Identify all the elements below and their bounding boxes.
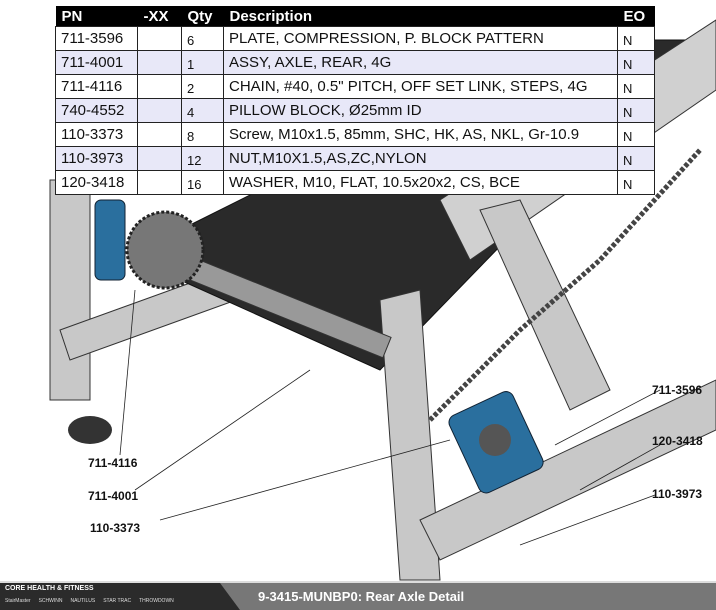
eo-flag: N [617,74,655,99]
quantity: 8 [181,122,224,147]
frame-beam [419,379,716,561]
variant [137,170,182,195]
quantity: 12 [181,146,224,171]
callout-711-4001: 711-4001 [88,489,139,503]
eo-flag: N [617,98,655,123]
part-number: 711-4116 [55,74,138,99]
company-name: CORE HEALTH & FITNESS [5,585,94,592]
frame-beam [379,289,441,581]
quantity: 6 [181,26,224,51]
variant [137,50,182,75]
brand-logos: StairMaster SCHWINN NAUTILUS STAR TRAC T… [5,598,174,604]
footer-separator [0,581,716,583]
description: WASHER, M10, FLAT, 10.5x20x2, CS, BCE [223,170,618,195]
bearing [479,424,511,456]
leveling-foot [68,416,112,444]
eo-flag: N [617,26,655,51]
variant [137,98,182,123]
description: Screw, M10x1.5, 85mm, SHC, HK, AS, NKL, … [223,122,618,147]
col-pn: PN [55,6,138,27]
callout-711-3596: 711-3596 [652,383,703,397]
description: CHAIN, #40, 0.5" PITCH, OFF SET LINK, ST… [223,74,618,99]
part-number: 110-3973 [55,146,138,171]
col-eo: EO [617,6,655,27]
part-number: 711-3596 [55,26,138,51]
variant [137,146,182,171]
callout-110-3973: 110-3973 [652,487,703,501]
callout-120-3418: 120-3418 [652,434,703,448]
part-number: 120-3418 [55,170,138,195]
brand-logo: THROWDOWN [139,598,174,604]
pillow-block [94,199,126,281]
quantity: 1 [181,50,224,75]
quantity: 2 [181,74,224,99]
brand-logo: StairMaster [5,598,31,604]
part-number: 711-4001 [55,50,138,75]
frame-beam [49,179,91,401]
description: NUT,M10X1.5,AS,ZC,NYLON [223,146,618,171]
col-xx: -XX [137,6,182,27]
quantity: 4 [181,98,224,123]
description: PLATE, COMPRESSION, P. BLOCK PATTERN [223,26,618,51]
description: ASSY, AXLE, REAR, 4G [223,50,618,75]
part-number: 740-4552 [55,98,138,123]
eo-flag: N [617,50,655,75]
quantity: 16 [181,170,224,195]
sprocket [125,210,205,290]
callout-110-3373: 110-3373 [90,521,141,535]
variant [137,26,182,51]
variant [137,122,182,147]
eo-flag: N [617,170,655,195]
variant [137,74,182,99]
part-number: 110-3373 [55,122,138,147]
col-qty: Qty [181,6,224,27]
drawing-title: 9-3415-MUNBP0: Rear Axle Detail [258,589,465,604]
brand-logo: SCHWINN [38,598,63,604]
callout-711-4116: 711-4116 [88,456,138,470]
eo-flag: N [617,146,655,171]
brand-panel: CORE HEALTH & FITNESS StairMaster SCHWIN… [0,583,240,610]
description: PILLOW BLOCK, Ø25mm ID [223,98,618,123]
eo-flag: N [617,122,655,147]
leader-lines [119,289,661,546]
brand-logo: NAUTILUS [70,598,96,604]
footer-bar: CORE HEALTH & FITNESS StairMaster SCHWIN… [0,583,716,610]
brand-logo: STAR TRAC [103,598,132,604]
col-description: Description [223,6,618,27]
chain [428,148,702,422]
